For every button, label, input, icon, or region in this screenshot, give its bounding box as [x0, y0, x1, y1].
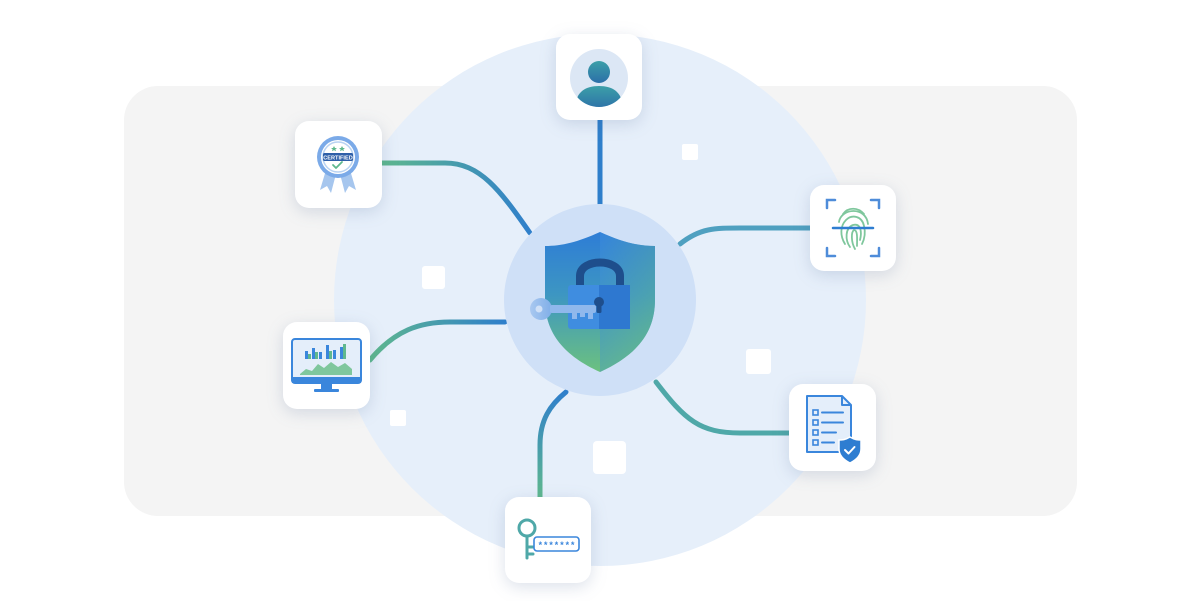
node-user [556, 34, 642, 120]
user-avatar-icon [570, 49, 628, 107]
certified-label: CERTIFIED [323, 155, 353, 161]
node-fingerprint [810, 185, 896, 271]
connector-monitor [367, 319, 508, 363]
node-document [789, 384, 876, 471]
padlock-shackle [576, 258, 624, 291]
decor-squares [390, 144, 771, 474]
password-key-icon: ******* [517, 518, 580, 560]
fingerprint-scan-icon [825, 198, 881, 258]
connector-lines [367, 117, 813, 500]
key-icon [530, 298, 596, 320]
connector-fingerprint [677, 225, 813, 247]
node-password: ******* [505, 497, 591, 583]
central-hub [504, 204, 696, 396]
secure-document-icon [806, 395, 862, 464]
connector-password [537, 389, 569, 500]
node-certified: CERTIFIED [295, 121, 382, 208]
certified-badge-icon: CERTIFIED [317, 136, 359, 193]
analytics-monitor-icon [291, 338, 362, 392]
connector-certified [379, 160, 533, 236]
password-mask: ******* [538, 541, 576, 551]
connector-document [653, 379, 793, 436]
node-monitor [283, 322, 370, 409]
